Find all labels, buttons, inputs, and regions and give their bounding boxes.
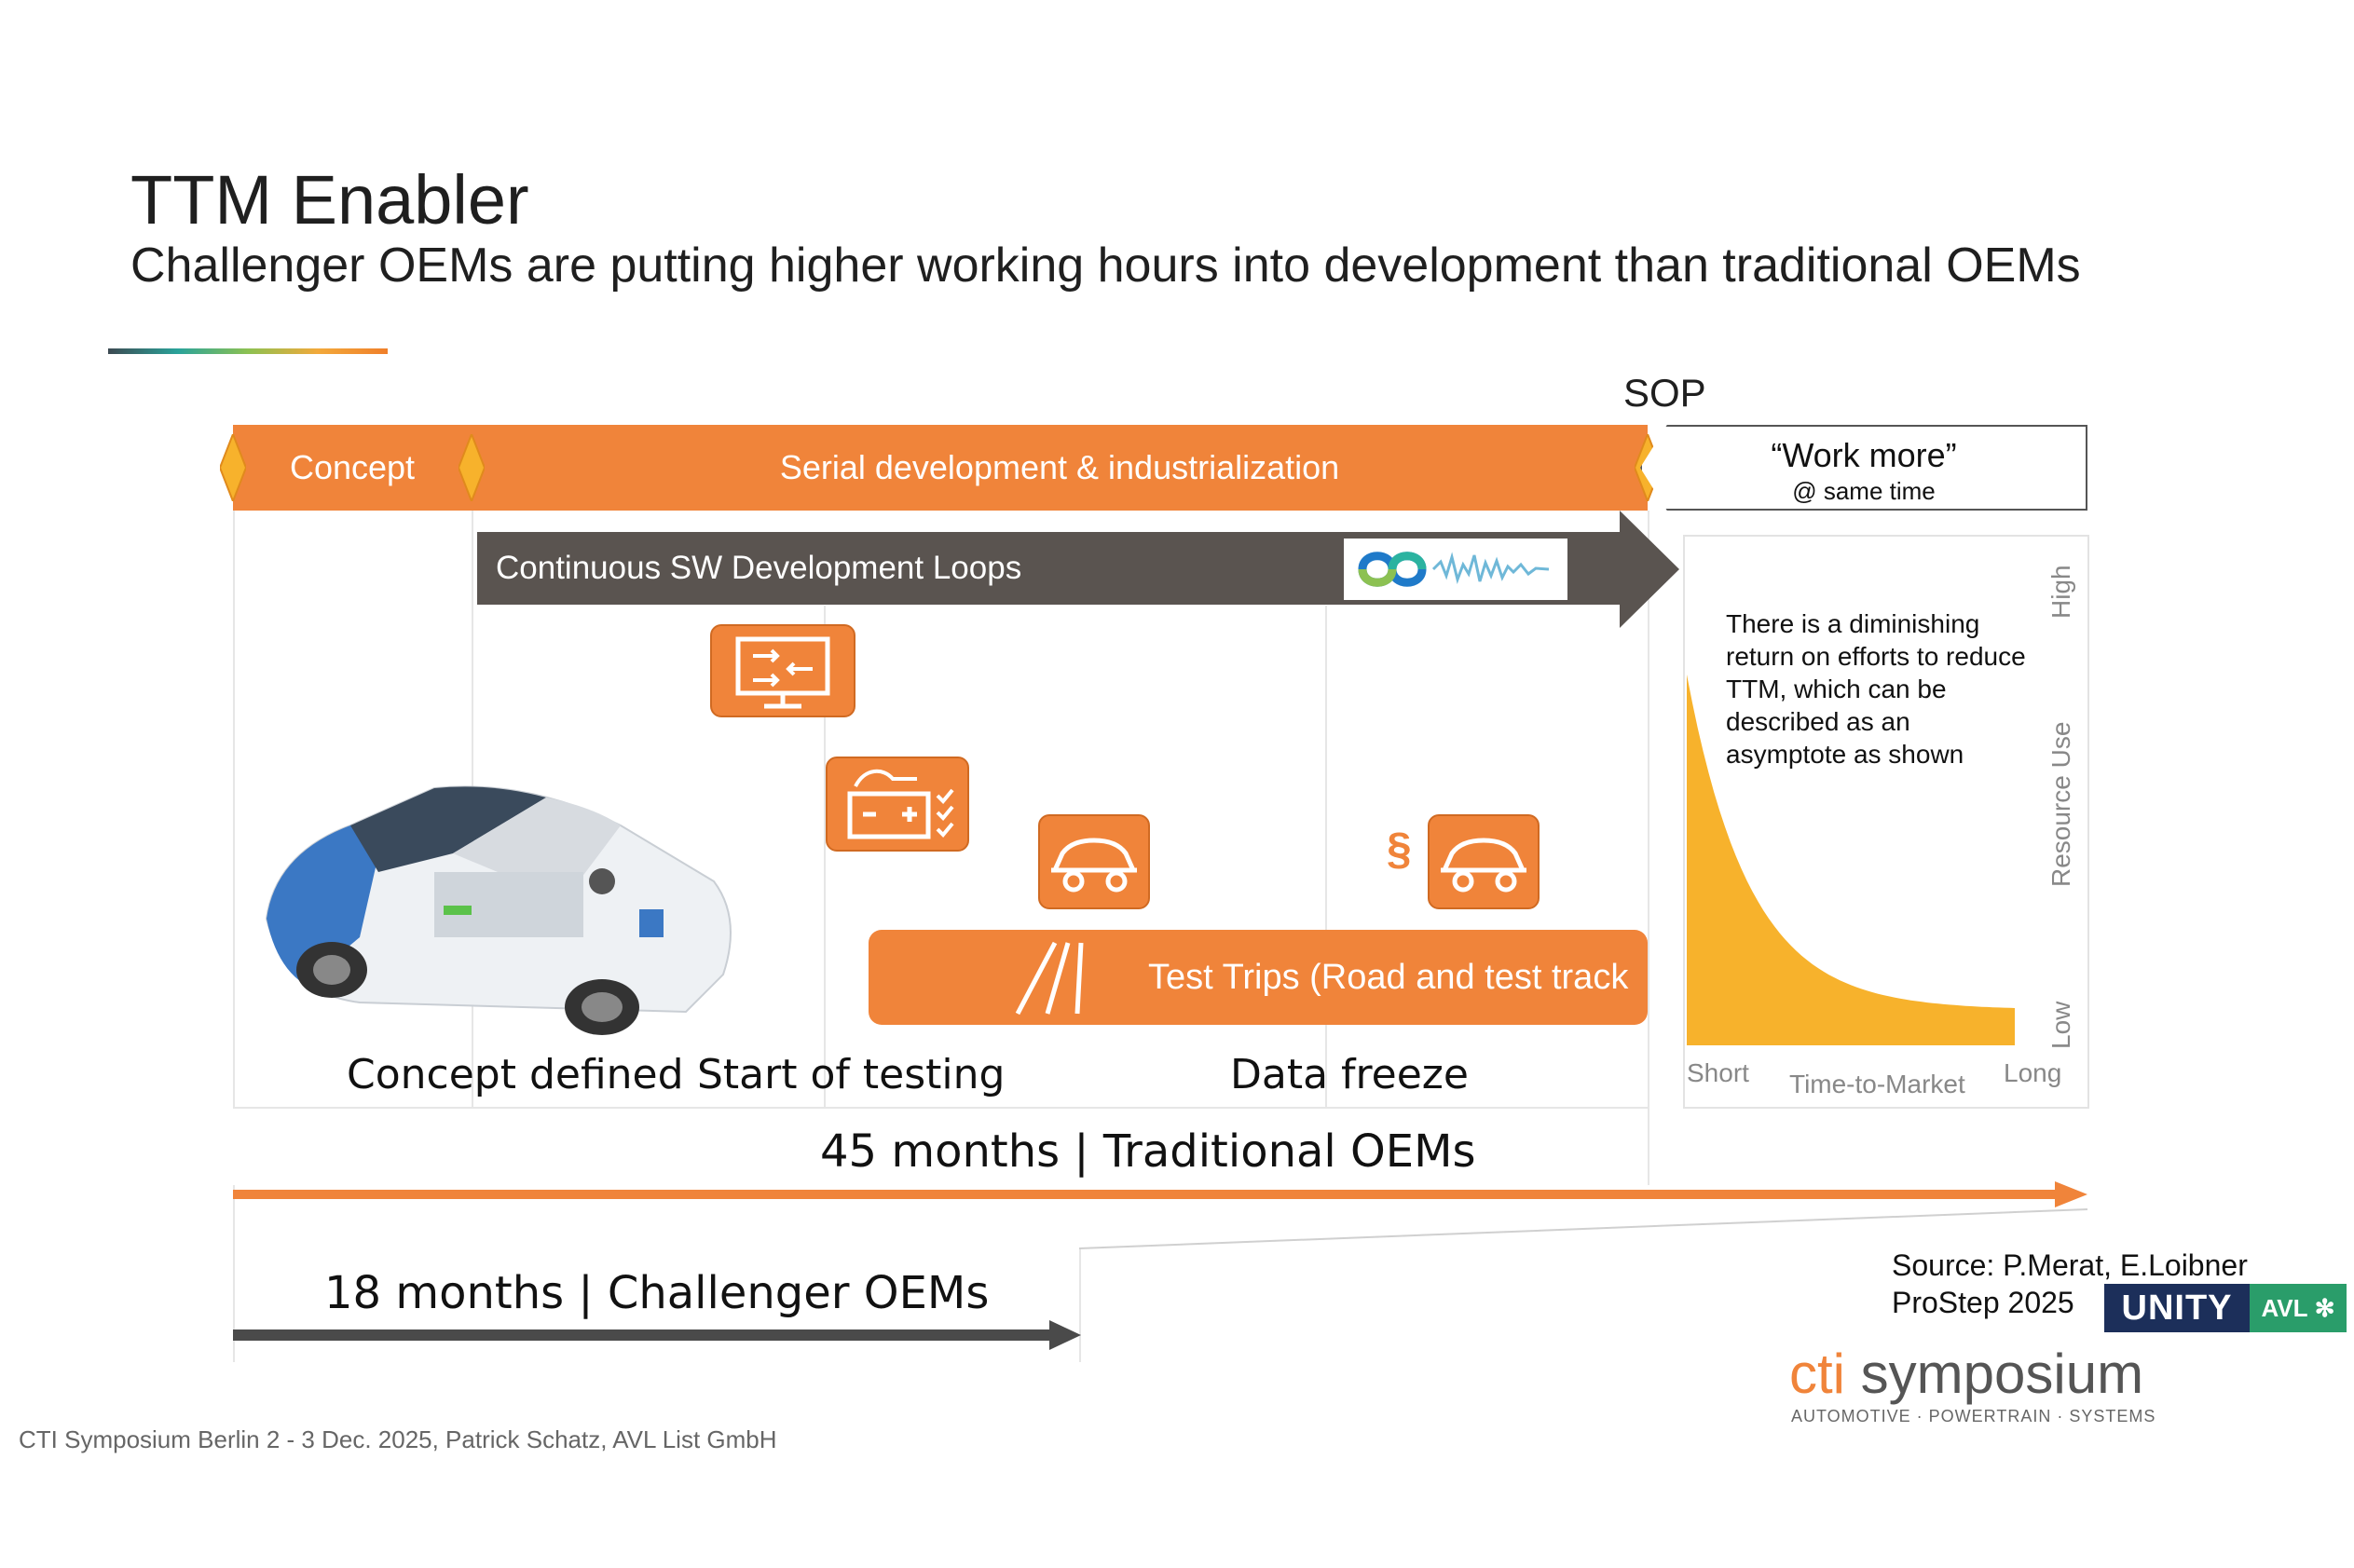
grid-line [1079, 1248, 1081, 1362]
road-icon [1015, 941, 1084, 1016]
x-axis-short: Short [1687, 1058, 1749, 1087]
grid-line [233, 511, 235, 1107]
milestone-start-of-testing: Start of testing [697, 1051, 1006, 1098]
devops-loop-icon [1344, 539, 1567, 600]
milestone-data-freeze: Data freeze [1230, 1051, 1469, 1098]
source-line-2: ProStep 2025 [1892, 1286, 2074, 1319]
work-more-subtitle: @ same time [1792, 477, 1936, 505]
traditional-timeline-arrow [233, 1181, 2087, 1207]
y-axis-high: High [2046, 565, 2075, 619]
work-more-callout: “Work more” @ same time [1640, 425, 2087, 511]
grid-line [824, 606, 826, 1107]
battery-check-icon [826, 757, 969, 852]
test-trips-label: Test Trips (Road and test track [1148, 957, 1629, 997]
x-axis-label: Time-to-Market [1789, 1070, 1965, 1098]
challenger-timeline-arrow [233, 1320, 1081, 1350]
x-axis-long: Long [2004, 1058, 2062, 1087]
phase-concept: Concept [233, 425, 472, 511]
sw-loops-label: Continuous SW Development Loops [496, 550, 1022, 586]
phase-serial-development: Serial development & industrialization [472, 425, 1648, 511]
source-citation: Source: P.Merat, E.Loibner ProStep 2025 [1892, 1247, 2248, 1321]
avl-logo: AVL ✻ [2250, 1284, 2347, 1332]
test-trips-bar: Test Trips (Road and test track [869, 930, 1648, 1025]
grid-line [233, 1185, 235, 1362]
annotation-line: TTM, which can be [1726, 675, 1947, 703]
source-line-1: Source: P.Merat, E.Loibner [1892, 1248, 2248, 1282]
title-underline [108, 348, 388, 354]
simulation-monitor-icon [710, 624, 855, 717]
page-subtitle: Challenger OEMs are putting higher worki… [130, 239, 2081, 293]
annotation-line: return on efforts to reduce [1726, 642, 2026, 671]
annotation-line: described as an [1726, 707, 1910, 736]
milestone-diamond-concept-end [458, 434, 485, 501]
cti-logo-main: symposium [1845, 1343, 2144, 1405]
resource-chart [1687, 675, 2015, 1045]
page-title: TTM Enabler [130, 161, 529, 239]
vehicle-illustration [265, 785, 732, 1035]
homologation-paragraph-icon: § [1387, 825, 1412, 874]
chart-annotation: There is a diminishing return on efforts… [1726, 607, 2052, 770]
traditional-row [233, 1107, 1649, 1187]
grid-line [1325, 606, 1327, 1107]
footer-text: CTI Symposium Berlin 2 - 3 Dec. 2025, Pa… [19, 1425, 777, 1453]
challenger-oem-label: 18 months | Challenger OEMs [324, 1267, 990, 1319]
cti-tagline: AUTOMOTIVE · POWERTRAIN · SYSTEMS [1791, 1407, 2156, 1425]
milestone-concept-defined: Concept defined [347, 1051, 684, 1098]
work-more-title: “Work more” [1771, 436, 1957, 474]
sop-label: SOP [1623, 371, 1706, 415]
avl-logo-text: AVL [2261, 1293, 2308, 1322]
milestone-diamond-start [220, 434, 246, 501]
y-axis-low: Low [2046, 1001, 2075, 1049]
traditional-oem-label: 45 months | Traditional OEMs [820, 1125, 1476, 1178]
annotation-line: There is a diminishing [1726, 609, 1980, 638]
grid-line [1648, 511, 1649, 1185]
annotation-line: asymptote as shown [1726, 740, 1964, 769]
unity-logo: UNITY [2104, 1284, 2250, 1332]
y-axis-label: Resource Use [2046, 721, 2075, 887]
comparison-connector [1079, 1208, 2088, 1249]
resource-curve [1687, 675, 2015, 1045]
car-test-icon [1038, 814, 1150, 909]
car-homologation-icon [1428, 814, 1540, 909]
cti-symposium-logo: cti symposium [1789, 1342, 2143, 1406]
sw-loops-arrowhead [1620, 511, 1679, 628]
cti-logo-prefix: cti [1789, 1343, 1845, 1405]
